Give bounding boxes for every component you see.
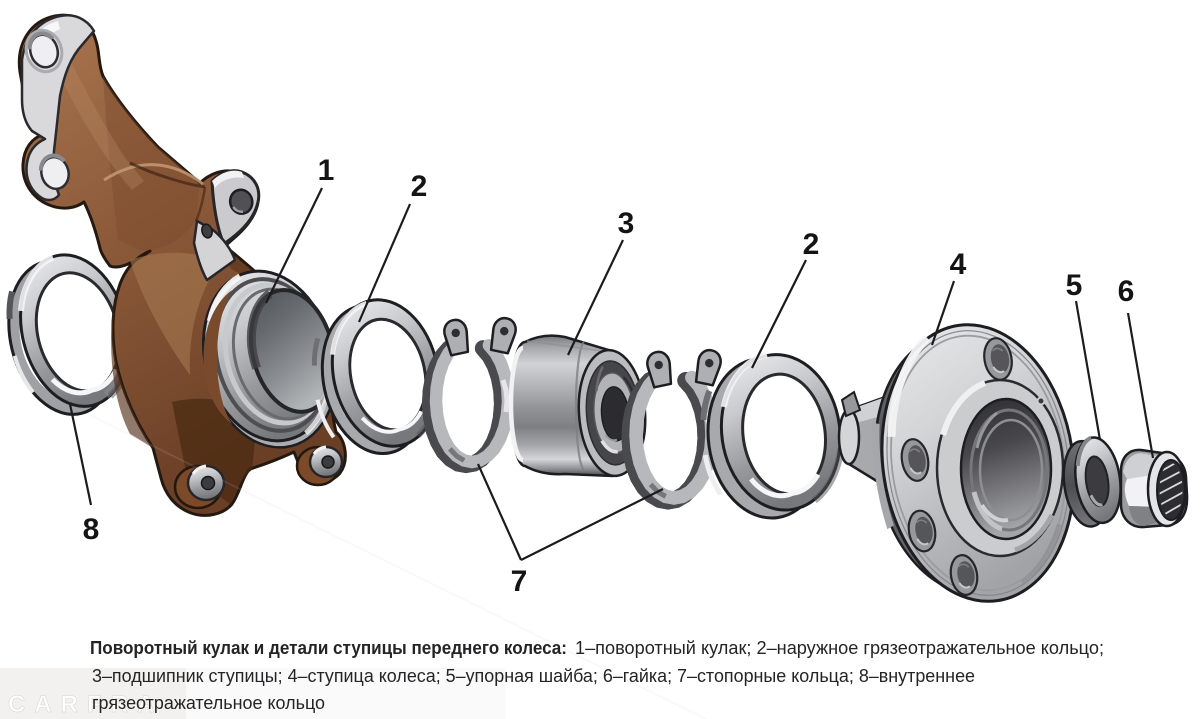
svg-text:1: 1 [318,154,335,187]
svg-text:2: 2 [803,228,820,261]
svg-text:1–поворотный кулак; 2–наружное: 1–поворотный кулак; 2–наружное грязеотра… [575,637,1104,658]
svg-text:4: 4 [950,248,967,281]
svg-text:8: 8 [83,513,100,546]
svg-text:CARFRA: CARFRA [8,691,163,718]
svg-text:6: 6 [1118,275,1135,308]
svg-text:5: 5 [1066,269,1083,302]
svg-text:3–подшипник ступицы; 4–ступица: 3–подшипник ступицы; 4–ступица колеса; 5… [92,665,975,686]
svg-text:Поворотный кулак и детали ступ: Поворотный кулак и детали ступицы передн… [90,637,567,658]
svg-text:3: 3 [618,207,635,240]
svg-text:7: 7 [511,565,528,598]
svg-text:грязеотражательное кольцо: грязеотражательное кольцо [92,692,325,713]
svg-text:2: 2 [411,170,428,203]
